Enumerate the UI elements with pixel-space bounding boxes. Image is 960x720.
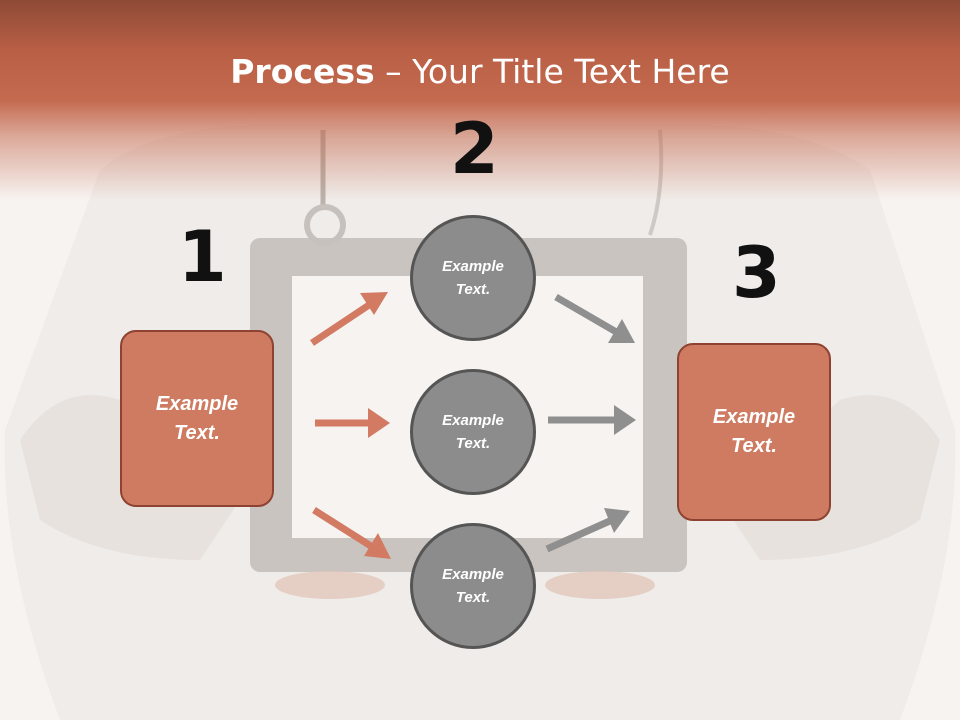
step-box-3-text: Example Text.: [712, 406, 796, 457]
step-number-2: 2: [450, 108, 499, 190]
process-circle-2: Example Text.: [410, 369, 536, 495]
arrow-head-from-circle-3: [604, 508, 630, 533]
process-circle-1: Example Text.: [410, 215, 536, 341]
title-bar: [0, 0, 960, 200]
step-number-1: 1: [178, 216, 227, 298]
process-circle-1-text: Example Text.: [442, 258, 504, 298]
arrow-from-circle-3: [545, 516, 614, 553]
process-circle-2-text: Example Text.: [442, 412, 504, 452]
process-circle-3-text: Example Text.: [442, 566, 504, 606]
step-number-3: 3: [732, 232, 781, 314]
title-bold: Process: [230, 52, 375, 91]
title-rest: – Your Title Text Here: [374, 52, 730, 91]
arrow-head-from-circle-1: [608, 319, 635, 343]
step-box-1-text: Example Text.: [155, 392, 239, 444]
process-circle-3: Example Text.: [410, 523, 536, 649]
slide-title: Process – Your Title Text Here: [0, 52, 960, 91]
arrow-head-to-circle-2: [368, 408, 390, 438]
arrow-to-circle-1: [310, 300, 374, 346]
arrow-head-to-circle-3: [364, 533, 391, 559]
step-box-3: Example Text.: [677, 343, 831, 521]
arrow-to-circle-3: [312, 507, 376, 551]
arrow-head-to-circle-1: [360, 292, 388, 315]
arrow-head-from-circle-2: [614, 405, 636, 435]
step-box-1: Example Text.: [120, 330, 274, 507]
arrow-from-circle-1: [554, 293, 620, 337]
